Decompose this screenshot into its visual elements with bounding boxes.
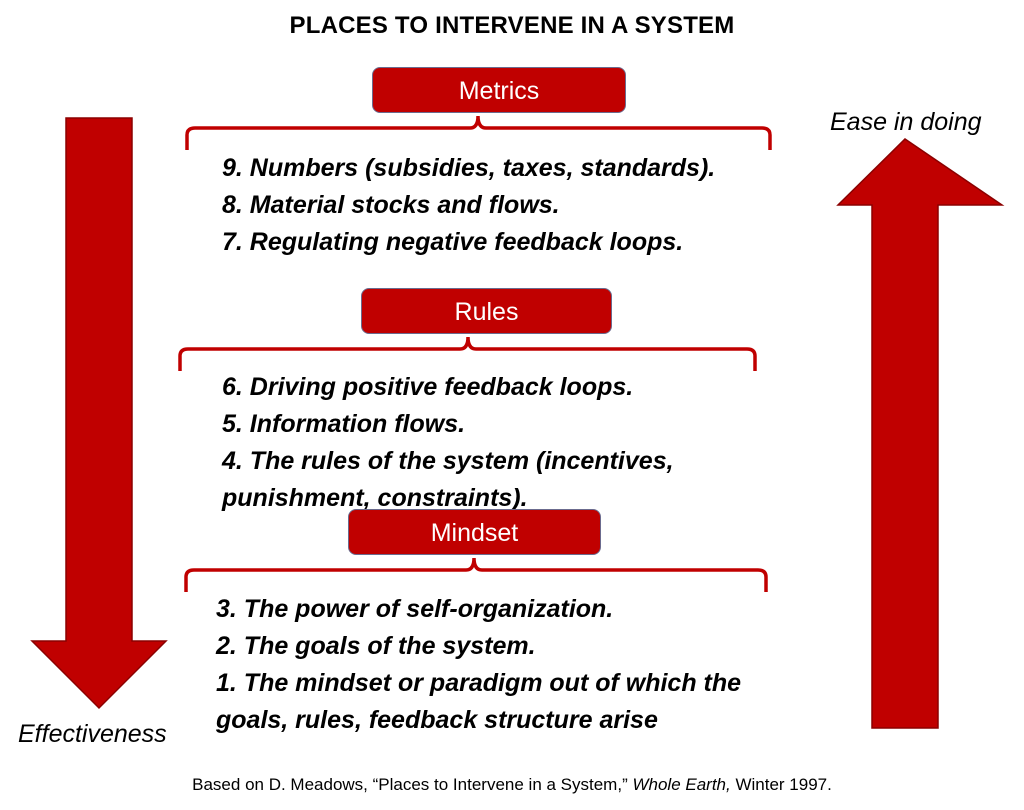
- list-item: goals, rules, feedback structure arise: [216, 706, 658, 734]
- citation-footer: Based on D. Meadows, “Places to Interven…: [0, 775, 1024, 795]
- list-item: 8. Material stocks and flows.: [222, 191, 560, 219]
- effectiveness-label: Effectiveness: [18, 720, 167, 748]
- mindset-list: 3. The power of self-organization. 2. Th…: [216, 591, 741, 739]
- ease-arrow: [836, 138, 1005, 729]
- ease-label: Ease in doing: [830, 108, 982, 136]
- metrics-list: 9. Numbers (subsidies, taxes, standards)…: [222, 150, 715, 261]
- list-item: punishment, constraints).: [222, 484, 528, 512]
- rules-list: 6. Driving positive feedback loops. 5. I…: [222, 369, 674, 517]
- list-item: 4. The rules of the system (incentives,: [222, 447, 674, 475]
- page-title: PLACES TO INTERVENE IN A SYSTEM: [289, 12, 735, 39]
- effectiveness-arrow: [30, 117, 168, 710]
- list-item: 5. Information flows.: [222, 410, 466, 438]
- citation-source: Whole Earth,: [632, 775, 731, 794]
- list-item: 3. The power of self-organization.: [216, 595, 614, 623]
- metrics-box: Metrics: [372, 67, 626, 113]
- rules-box: Rules: [361, 288, 612, 334]
- citation-text: Based on D. Meadows, “Places to Interven…: [192, 775, 633, 794]
- list-item: 2. The goals of the system.: [216, 632, 536, 660]
- mindset-box: Mindset: [348, 509, 601, 555]
- list-item: 7. Regulating negative feedback loops.: [222, 228, 684, 256]
- list-item: 1. The mindset or paradigm out of which …: [216, 669, 742, 697]
- list-item: 9. Numbers (subsidies, taxes, standards)…: [222, 154, 716, 182]
- list-item: 6. Driving positive feedback loops.: [222, 373, 634, 401]
- citation-date: Winter 1997.: [730, 775, 832, 794]
